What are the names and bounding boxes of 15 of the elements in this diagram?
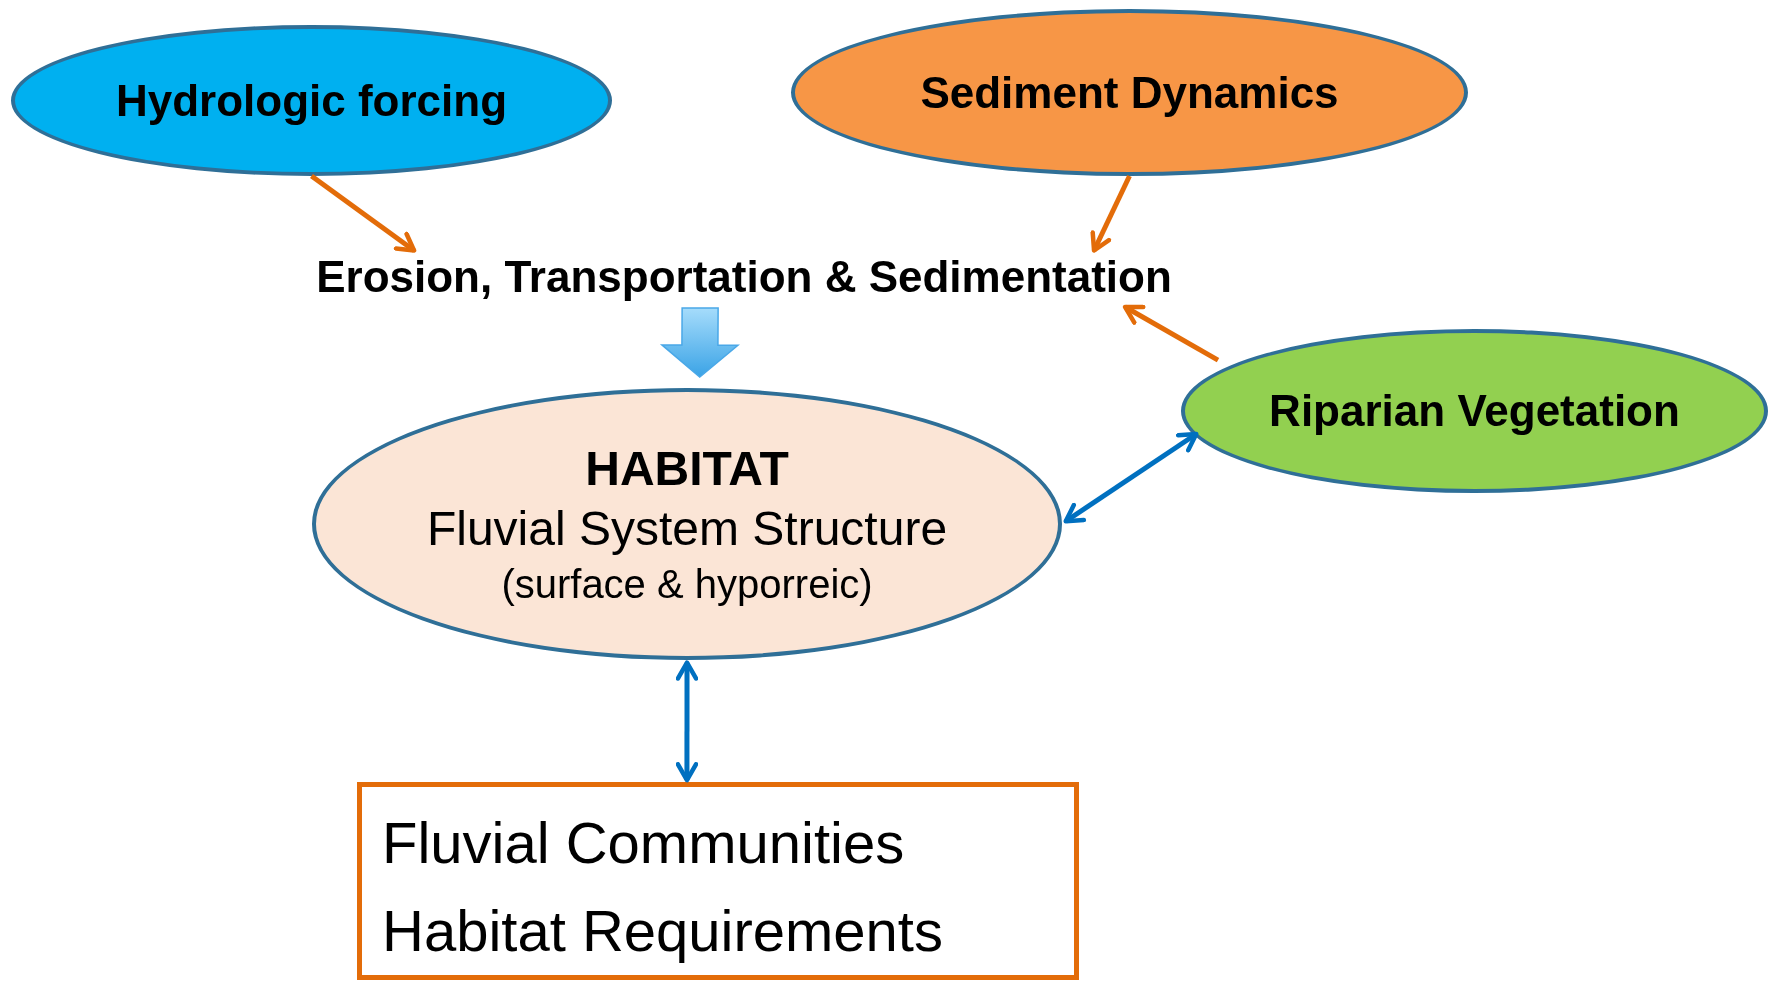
arrow (1063, 431, 1199, 524)
node-label: HABITAT (585, 441, 789, 497)
block-arrow (659, 307, 740, 379)
node-label: (surface & hyporreic) (501, 561, 873, 608)
arrow (1090, 174, 1132, 253)
node-label: Sediment Dynamics (920, 66, 1339, 119)
arrow (1122, 304, 1220, 363)
node-label: Hydrologic forcing (115, 74, 508, 127)
node-label: Riparian Vegetation (1269, 385, 1680, 437)
arrow (675, 660, 699, 783)
process-label: Erosion, Transportation & Sedimentation (287, 252, 1201, 302)
box-text: Fluvial Communities Habitat Requirements (382, 809, 944, 965)
node-label: Fluvial System Structure (426, 501, 948, 557)
arrow (310, 173, 417, 253)
requirements-box (357, 782, 1079, 980)
